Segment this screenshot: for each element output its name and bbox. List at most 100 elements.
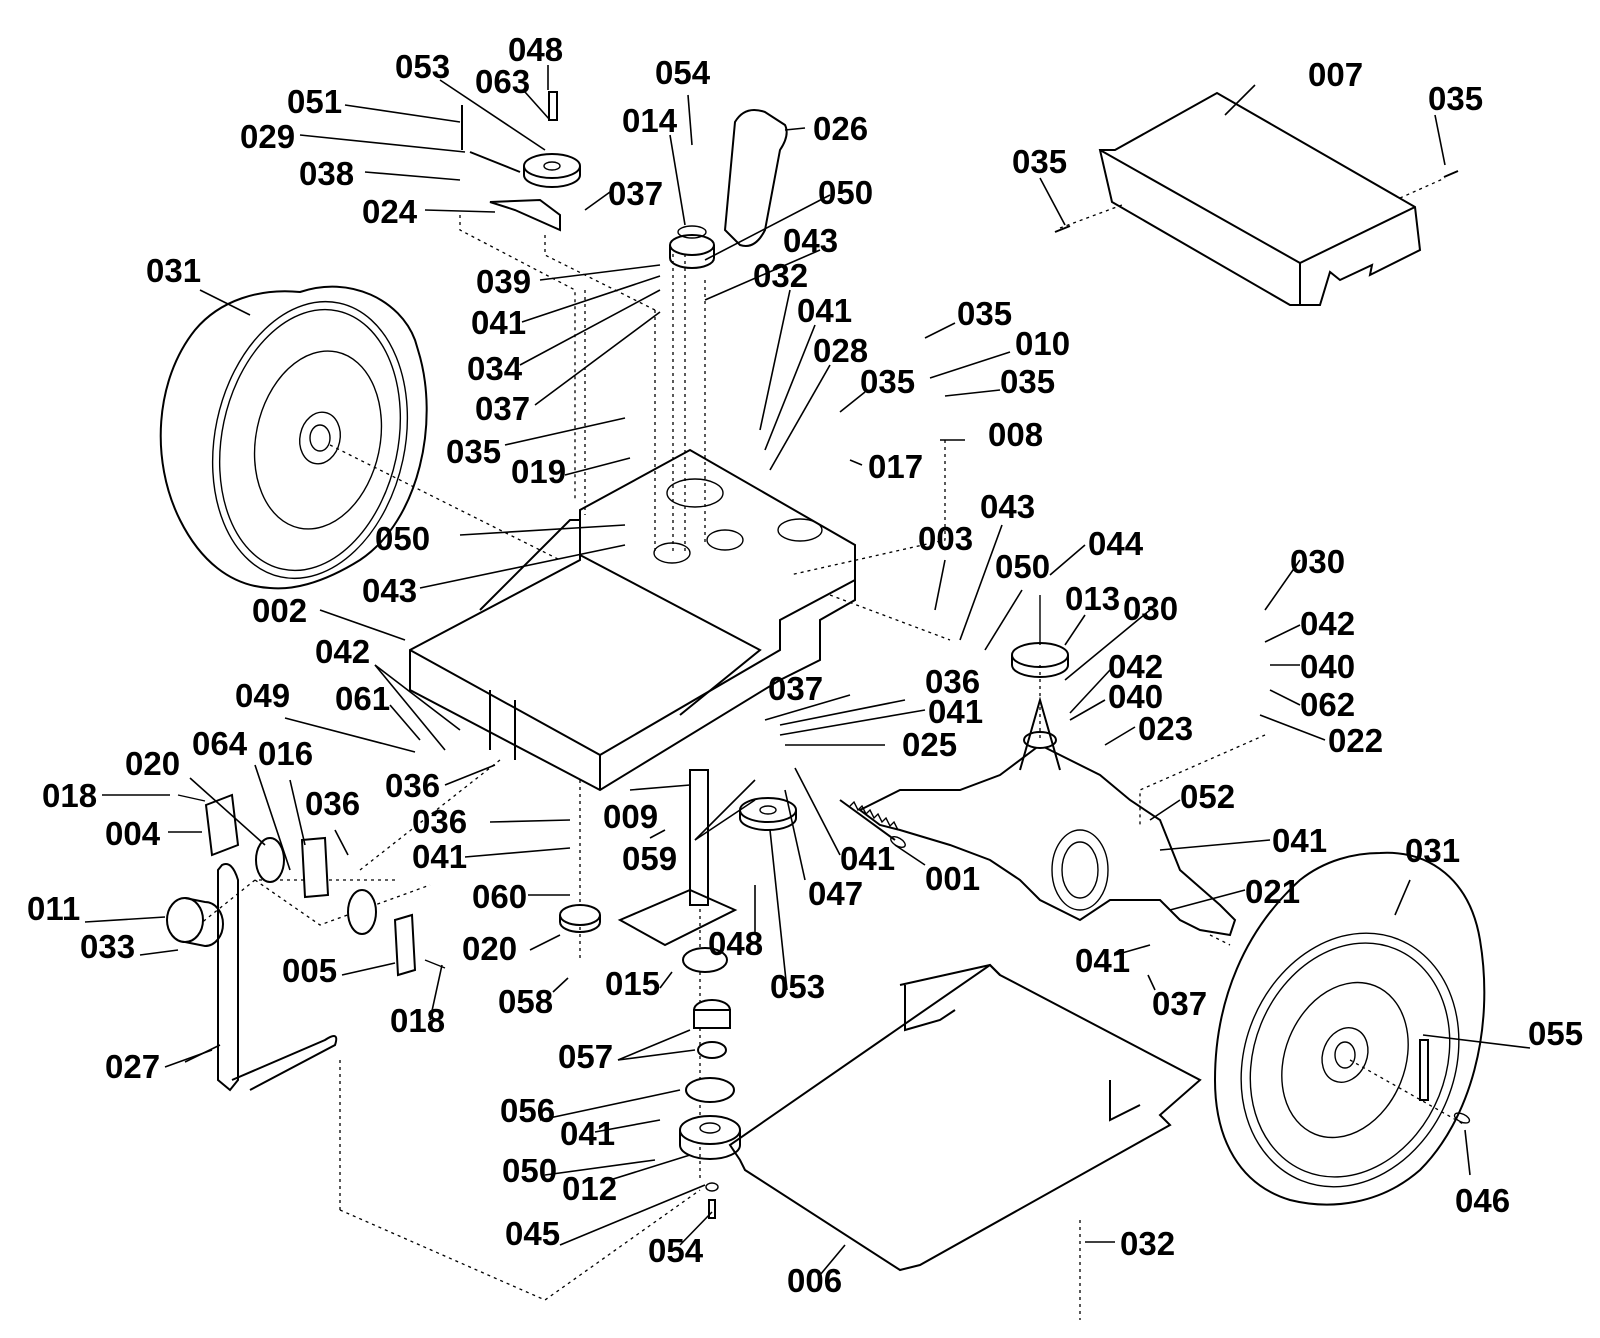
callout-024: 024 [362,193,418,230]
callout-041-under: 041 [1075,942,1130,979]
callout-036-pulley: 036 [305,785,360,822]
callout-026: 026 [813,110,868,147]
callout-labels: 048 053 063 051 029 038 024 037 054 014 … [27,31,1583,1299]
callout-049: 049 [235,677,290,714]
left-pulley-group [166,793,446,1092]
callout-018-top: 018 [42,777,97,814]
callout-036-lower: 036 [925,663,980,700]
idler-pulley-053-top [461,91,581,232]
callout-043-frame: 043 [362,572,417,609]
frame [409,448,856,792]
callout-044: 044 [1088,525,1144,562]
callout-059: 059 [622,840,677,877]
callout-017: 017 [868,448,923,485]
callout-040-right: 040 [1300,648,1355,685]
callout-061: 061 [335,680,390,717]
callout-038: 038 [299,155,354,192]
callout-054-top: 054 [655,54,711,91]
callout-054-lower: 054 [648,1232,704,1269]
callout-001: 001 [925,860,980,897]
idler-pulley-053-lower [739,797,797,831]
callout-053: 053 [395,48,450,85]
upper-pulley-014 [669,225,715,269]
callout-043-top: 043 [783,222,838,259]
callout-039: 039 [476,263,531,300]
callout-037-top: 037 [608,175,663,212]
callout-064: 064 [192,725,248,762]
callout-060: 060 [472,878,527,915]
callout-030-right: 030 [1290,543,1345,580]
callout-031-right: 031 [1405,832,1460,869]
callout-020-left: 020 [125,745,180,782]
callout-048: 048 [508,31,563,68]
callout-009: 009 [603,798,658,835]
callout-027: 027 [105,1048,160,1085]
callout-036-stack: 036 [412,803,467,840]
callout-032-top: 032 [753,257,808,294]
callout-005: 005 [282,952,337,989]
callout-050-frame: 050 [375,520,430,557]
callout-007: 007 [1308,56,1363,93]
callout-006: 006 [787,1262,842,1299]
right-wheel [1209,851,1486,1206]
callout-029: 029 [240,118,295,155]
callout-035-frame: 035 [446,433,501,470]
callout-056: 056 [500,1092,555,1129]
callout-023: 023 [1138,710,1193,747]
callout-032-lower: 032 [1120,1225,1175,1262]
callout-041-shaft: 041 [471,304,526,341]
callout-028: 028 [813,332,868,369]
callout-041-lower: 041 [928,693,983,730]
callout-052: 052 [1180,778,1235,815]
callout-042-frame: 042 [315,633,370,670]
callout-053-lower: 053 [770,968,825,1005]
callout-030-center: 030 [1123,590,1178,627]
callout-035-bracket: 035 [860,363,915,400]
callout-020-lower: 020 [462,930,517,967]
cover [1054,91,1459,306]
callout-041-spring: 041 [840,840,895,877]
callout-015: 015 [605,965,660,1002]
belt-026 [723,109,788,247]
callout-057: 057 [558,1038,613,1075]
callout-042-right: 042 [1300,605,1355,642]
transaxle [858,595,1237,937]
callout-055: 055 [1528,1015,1583,1052]
callout-050-top: 050 [818,174,873,211]
callout-035-right: 035 [1000,363,1055,400]
callout-034: 034 [467,350,523,387]
callout-014: 014 [622,102,678,139]
callout-042-center: 042 [1108,648,1163,685]
callout-047: 047 [808,875,863,912]
callout-045: 045 [505,1215,560,1252]
callout-004: 004 [105,815,161,852]
left-wheel [159,285,561,590]
callout-041-flange: 041 [560,1115,615,1152]
callout-025: 025 [902,726,957,763]
callout-037-lower: 037 [768,670,823,707]
callout-008: 008 [988,416,1043,453]
callout-048-lower: 048 [708,925,763,962]
assembly-guides [179,215,1266,1320]
callout-021: 021 [1245,873,1300,910]
callout-062: 062 [1300,686,1355,723]
callout-003: 003 [918,520,973,557]
callout-050-bracket: 050 [995,548,1050,585]
callout-046: 046 [1455,1182,1510,1219]
callout-041-axle: 041 [1272,822,1327,859]
callout-011: 011 [27,890,80,927]
callout-031-left: 031 [146,252,201,289]
callout-058: 058 [498,983,553,1020]
idler-pulley-020-lower [559,904,601,933]
callout-037-under: 037 [1152,985,1207,1022]
callout-019: 019 [511,453,566,490]
belt-guard [728,963,1202,1272]
callout-041-top: 041 [797,292,852,329]
callout-040-center: 040 [1108,678,1163,715]
callout-043-bracket: 043 [980,488,1035,525]
callout-013: 013 [1065,580,1120,617]
callout-037-shaft: 037 [475,390,530,427]
callout-002: 002 [252,592,307,629]
